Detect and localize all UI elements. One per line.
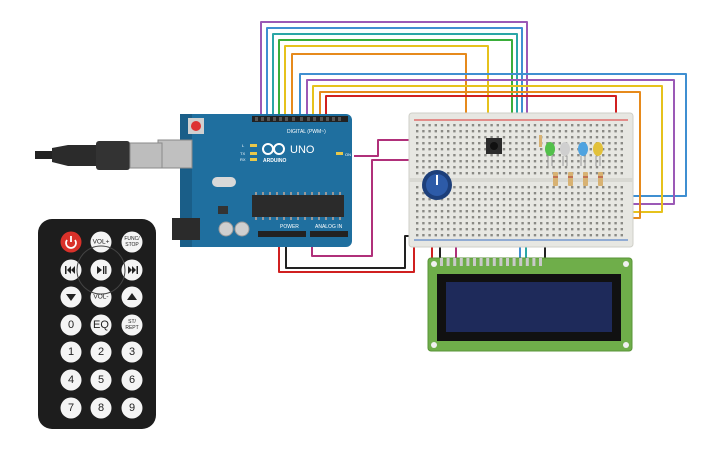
led-label-rx: RX: [240, 157, 246, 162]
green-led: [545, 142, 555, 166]
remote-button-label: 6: [129, 374, 135, 386]
remote-button-label: 2: [98, 346, 104, 358]
remote-button-label: 8: [98, 402, 104, 414]
remote-button-label: 3: [129, 346, 135, 358]
power-button[interactable]: [60, 231, 82, 253]
remote-button-label: EQ: [93, 319, 109, 331]
push-button[interactable]: [486, 138, 502, 154]
power-icon: [65, 236, 77, 249]
analog-header: [310, 231, 348, 237]
board-brand: UNO: [290, 144, 315, 156]
digit-0-button[interactable]: 0: [60, 314, 82, 336]
eq-button[interactable]: EQ: [90, 314, 112, 336]
previous-icon: [65, 266, 75, 274]
func-stop-button[interactable]: FUNC/STOP: [121, 231, 143, 253]
ir-remote: VOL+ FUNC/STOP VOL- 0 EQ ST/REPT 1 2 3 4 5 6 7 8 9: [38, 219, 156, 429]
next-button[interactable]: [121, 259, 143, 281]
remote-button-label: 7: [68, 402, 74, 414]
crystal: [212, 177, 236, 187]
analog-label: ANALOG IN: [315, 224, 343, 230]
led-label-tx: TX: [240, 151, 245, 156]
power-label: POWER: [280, 224, 299, 230]
potentiometer[interactable]: [422, 170, 452, 200]
remote-button-label: 4: [68, 374, 74, 386]
led-label-l: L: [242, 143, 245, 148]
vol-down-button[interactable]: VOL-: [90, 286, 112, 308]
down-icon: [66, 294, 76, 301]
blue-led: [578, 142, 588, 166]
white-led: [560, 142, 570, 166]
play-pause-icon: [97, 266, 107, 274]
usb-port: [157, 139, 193, 169]
board-logo-text: ARDUINO: [263, 158, 286, 164]
remote-button-label: 5: [98, 374, 104, 386]
digit-7-button[interactable]: 7: [60, 397, 82, 419]
power-header: [258, 231, 306, 237]
remote-button-label: VOL+: [93, 239, 110, 246]
digit-5-button[interactable]: 5: [90, 369, 112, 391]
digit-4-button[interactable]: 4: [60, 369, 82, 391]
lcd-display: [427, 257, 633, 352]
yellow-led: [593, 142, 603, 166]
up-icon: [127, 293, 137, 300]
digit-1-button[interactable]: 1: [60, 341, 82, 363]
wire-blue-long[interactable]: [299, 73, 687, 197]
remote-button-label: 9: [129, 402, 135, 414]
lcd-pins: [440, 258, 542, 266]
breadboard: [408, 112, 634, 248]
up-button[interactable]: [121, 286, 143, 308]
arduino-logo-icon: [262, 143, 285, 155]
remote-button-label: 0: [68, 319, 74, 331]
digit-9-button[interactable]: 9: [121, 397, 143, 419]
remote-button-label: 1: [68, 346, 74, 358]
remote-button-label: VOL-: [93, 294, 108, 301]
usb-cable[interactable]: [35, 141, 163, 170]
previous-button[interactable]: [60, 259, 82, 281]
next-icon: [128, 266, 138, 274]
wire-purple-long[interactable]: [306, 79, 675, 205]
capacitor: [218, 221, 234, 237]
atmega-chip: [252, 195, 344, 217]
digit-3-button[interactable]: 3: [121, 341, 143, 363]
digit-2-button[interactable]: 2: [90, 341, 112, 363]
remote-button-label: ST/REPT: [125, 319, 138, 331]
digit-6-button[interactable]: 6: [121, 369, 143, 391]
play-pause-button[interactable]: [90, 259, 112, 281]
power-jack: [172, 218, 200, 240]
vol-up-button[interactable]: VOL+: [90, 231, 112, 253]
arduino-uno-board[interactable]: DIGITAL (PWM~) L TX RX ON UNO ARDUINO: [157, 114, 352, 247]
wire-yellow-long[interactable]: [312, 85, 663, 213]
lcd-screen: [446, 282, 612, 332]
digit-8-button[interactable]: 8: [90, 397, 112, 419]
resistors: [539, 135, 603, 186]
st-rept-button[interactable]: ST/REPT: [121, 314, 143, 336]
capacitor: [234, 221, 250, 237]
on-label: ON: [345, 152, 351, 157]
board-status-leds: L TX RX ON: [240, 143, 351, 162]
regulator-chip: [218, 206, 228, 214]
digital-label: DIGITAL (PWM~): [287, 129, 326, 135]
remote-button-label: FUNC/STOP: [124, 236, 140, 248]
down-button[interactable]: [60, 286, 82, 308]
breadboard-holes: [416, 124, 623, 237]
